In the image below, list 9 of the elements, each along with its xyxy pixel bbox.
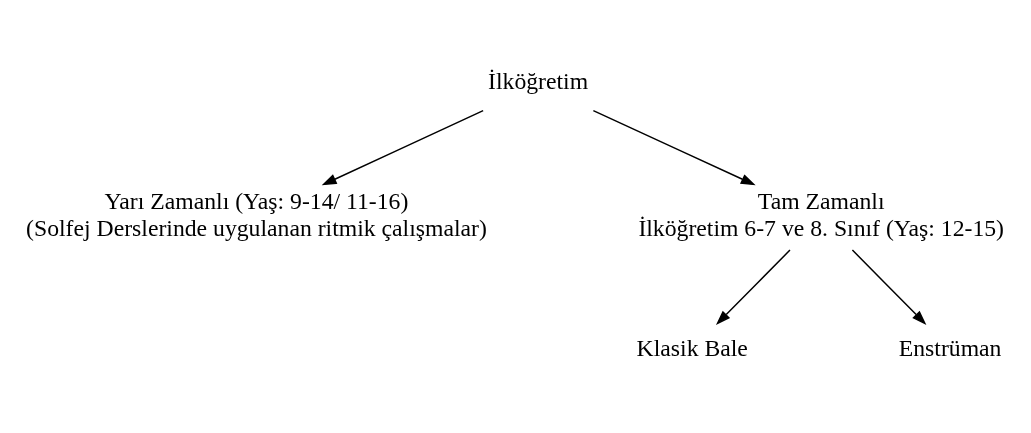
node-text: Tam Zamanlı İlköğretim 6-7 ve 8. Sınıf (Yaş: 12-15) xyxy=(638,187,1004,241)
arrow xyxy=(715,248,791,325)
node-text: Yarı Zamanlı (Yaş: 9-14/ 11-16) (Solfej Derslerinde uygulanan ritmik çalışmalar) xyxy=(26,187,487,241)
node-text: Klasik Bale xyxy=(636,334,748,361)
arrow xyxy=(321,109,484,185)
arrow xyxy=(592,109,756,185)
node-text: Enstrüman xyxy=(898,334,1002,361)
node-text: İlköğretim xyxy=(488,67,589,94)
arrow xyxy=(851,248,927,325)
